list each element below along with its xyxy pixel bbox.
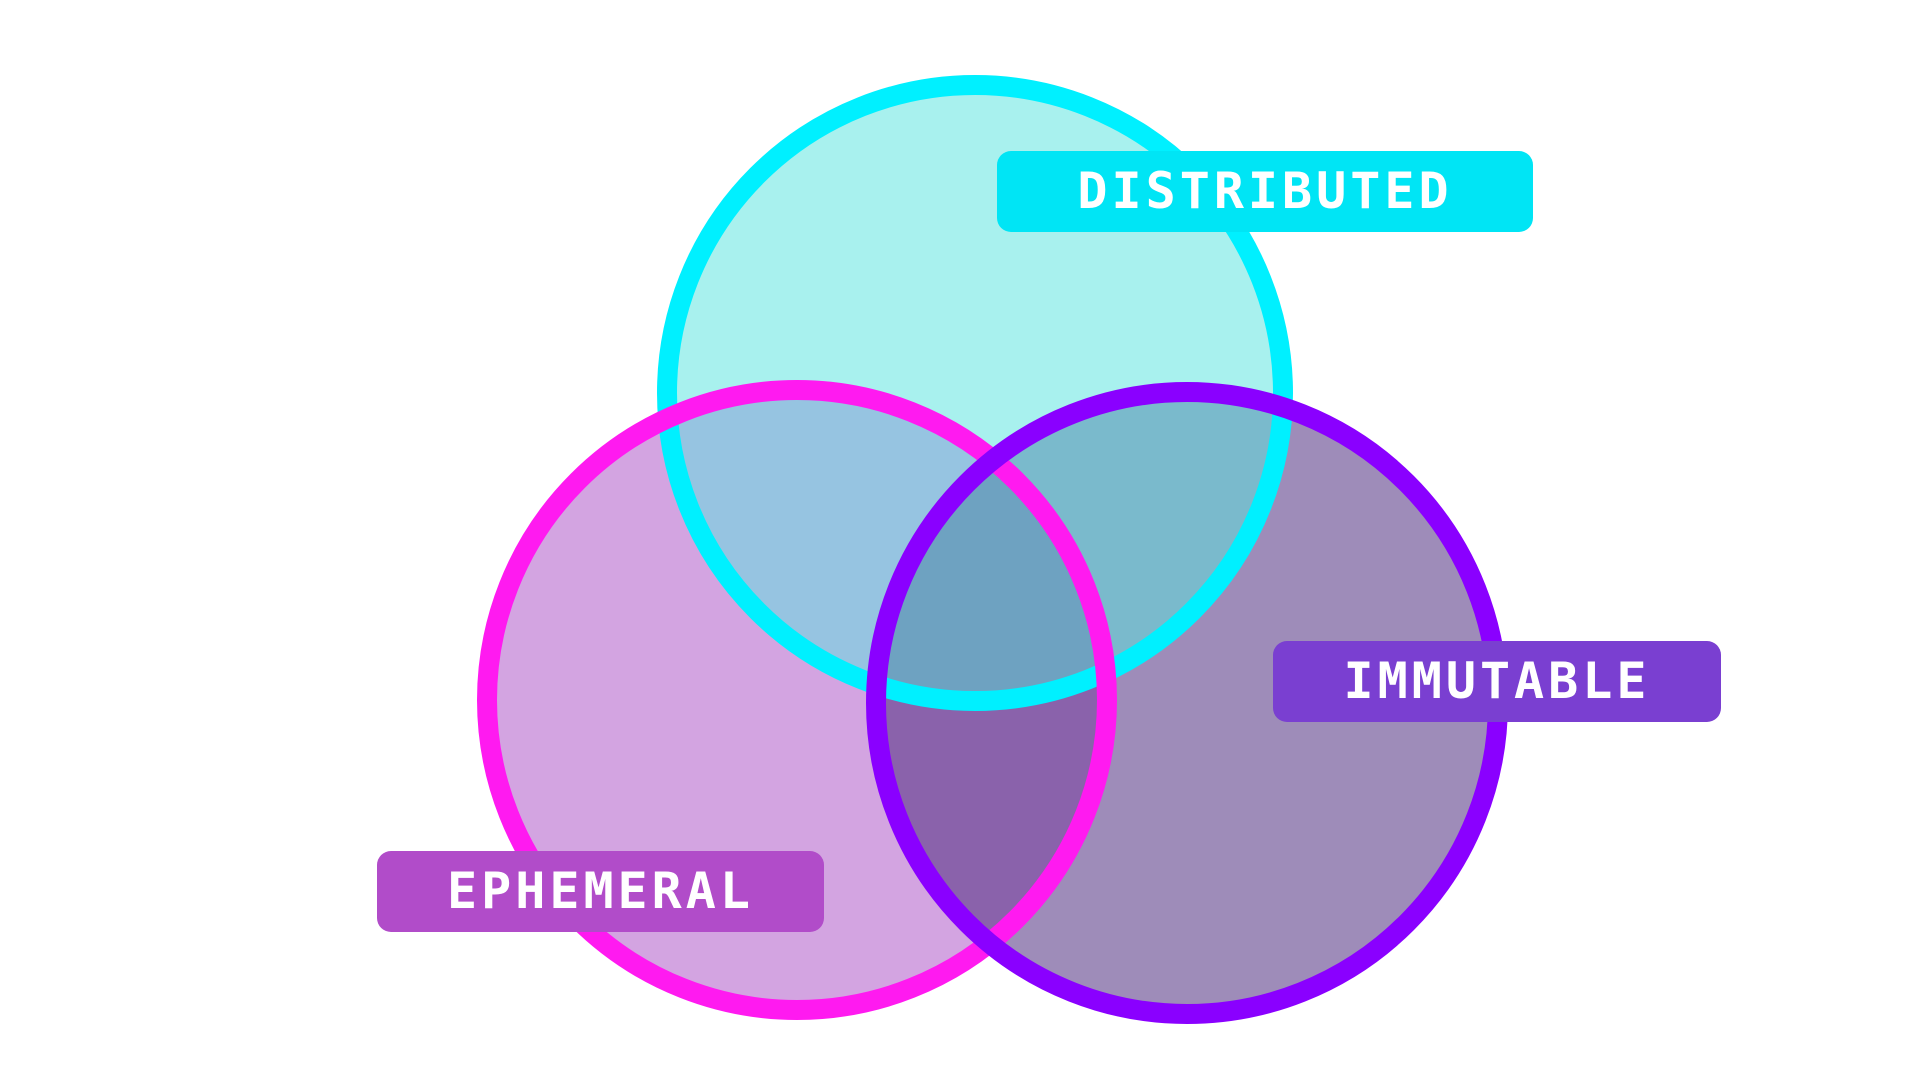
label-ephemeral: EPHEMERAL — [377, 851, 824, 932]
label-immutable: IMMUTABLE — [1273, 641, 1721, 722]
set-ephemeral-outline — [477, 380, 1117, 1020]
overlap-all-three — [876, 392, 1107, 701]
set-distributed-outline — [657, 75, 1293, 711]
label-distributed: DISTRIBUTED — [997, 151, 1533, 232]
